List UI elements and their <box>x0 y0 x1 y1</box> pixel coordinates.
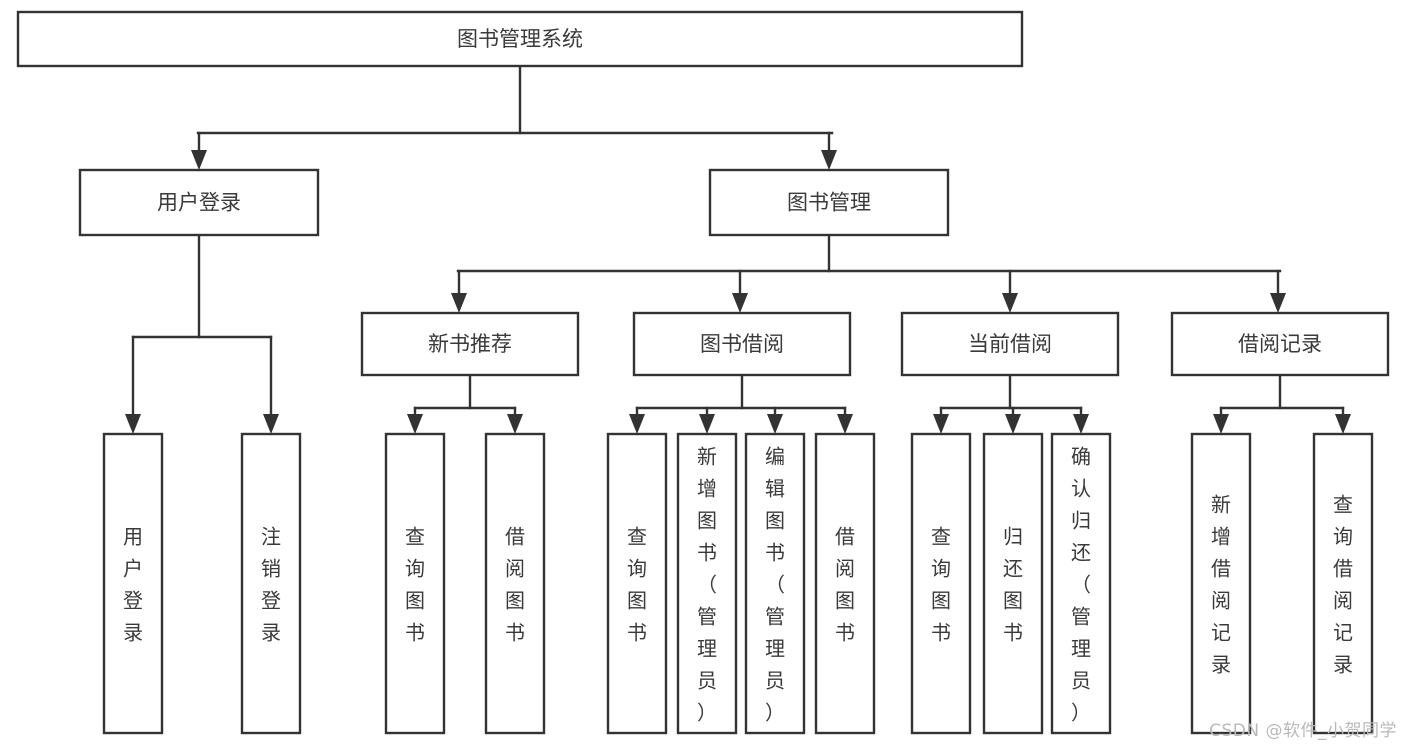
node-label-root: 图书管理系统 <box>457 27 583 51</box>
node-box-leaf-edit-book[interactable] <box>744 432 806 735</box>
node-label-leaf-confirm-return: 确认归还（管理员） <box>1071 445 1091 725</box>
node-label-book-borrow: 图书借阅 <box>700 332 784 356</box>
node-label-leaf-query-book-3: 查询图书 <box>931 525 951 645</box>
node-box-leaf-borrow-book-2[interactable] <box>814 432 876 735</box>
node-box-leaf-add-book[interactable] <box>676 432 738 735</box>
node-box-leaf-query-book-2[interactable] <box>606 432 668 735</box>
node-user-login[interactable]: 用户登录 <box>78 168 320 237</box>
node-box-current-borrow[interactable] <box>900 311 1120 377</box>
group-0-drop-1-arrowhead <box>507 414 523 434</box>
node-label-leaf-query-book-2: 查询图书 <box>627 525 647 645</box>
node-label-leaf-edit-book: 编辑图书（管理员） <box>765 445 785 725</box>
node-label-leaf-return-book: 归还图书 <box>1003 525 1023 645</box>
node-leaf-confirm-return[interactable]: 确认归还（管理员） <box>1050 432 1112 735</box>
node-leaf-logout[interactable]: 注销登录 <box>240 432 302 735</box>
node-root[interactable]: 图书管理系统 <box>16 10 1024 68</box>
node-layer: 图书管理系统用户登录图书管理新书推荐图书借阅当前借阅借阅记录用户登录注销登录查询… <box>16 10 1390 735</box>
node-label-current-borrow: 当前借阅 <box>968 332 1052 356</box>
level2-drop-3-arrowhead <box>1270 293 1286 313</box>
node-label-new-book-recommend: 新书推荐 <box>428 332 512 356</box>
group-3-drop-0-arrowhead <box>1213 414 1229 434</box>
group-1-drop-0-arrowhead <box>629 414 645 434</box>
node-borrow-record[interactable]: 借阅记录 <box>1170 311 1390 377</box>
node-leaf-user-login[interactable]: 用户登录 <box>102 432 164 735</box>
node-box-new-book-recommend[interactable] <box>360 311 580 377</box>
node-label-book-manage: 图书管理 <box>787 191 871 215</box>
node-box-leaf-query-book-1[interactable] <box>384 432 446 735</box>
node-book-borrow[interactable]: 图书借阅 <box>632 311 852 377</box>
node-leaf-borrow-book-1[interactable]: 借阅图书 <box>484 432 546 735</box>
node-label-borrow-record: 借阅记录 <box>1238 332 1322 356</box>
level1-drop-1-arrowhead <box>821 150 837 170</box>
node-leaf-add-book[interactable]: 新增图书（管理员） <box>676 432 738 735</box>
node-leaf-query-book-2[interactable]: 查询图书 <box>606 432 668 735</box>
node-box-leaf-user-login[interactable] <box>102 432 164 735</box>
node-leaf-borrow-book-2[interactable]: 借阅图书 <box>814 432 876 735</box>
level2-drop-2-arrowhead <box>1002 293 1018 313</box>
node-leaf-query-record[interactable]: 查询借阅记录 <box>1312 432 1374 735</box>
node-leaf-return-book[interactable]: 归还图书 <box>982 432 1044 735</box>
node-label-user-login: 用户登录 <box>157 191 241 215</box>
node-label-leaf-user-login: 用户登录 <box>123 525 143 645</box>
node-leaf-query-book-1[interactable]: 查询图书 <box>384 432 446 735</box>
node-box-book-manage[interactable] <box>708 168 950 237</box>
node-label-leaf-logout: 注销登录 <box>261 525 281 645</box>
node-label-leaf-add-book: 新增图书（管理员） <box>697 445 717 725</box>
group-2-drop-1-arrowhead <box>1005 414 1021 434</box>
node-current-borrow[interactable]: 当前借阅 <box>900 311 1120 377</box>
node-leaf-query-book-3[interactable]: 查询图书 <box>910 432 972 735</box>
connector-layer <box>125 64 1351 434</box>
node-leaf-edit-book[interactable]: 编辑图书（管理员） <box>744 432 806 735</box>
group-1-drop-2-arrowhead <box>767 414 783 434</box>
node-new-book-recommend[interactable]: 新书推荐 <box>360 311 580 377</box>
group-1-drop-3-arrowhead <box>837 414 853 434</box>
node-leaf-add-record[interactable]: 新增借阅记录 <box>1190 432 1252 735</box>
node-box-leaf-query-book-3[interactable] <box>910 432 972 735</box>
node-box-leaf-return-book[interactable] <box>982 432 1044 735</box>
node-box-leaf-add-record[interactable] <box>1190 432 1252 735</box>
node-box-leaf-confirm-return[interactable] <box>1050 432 1112 735</box>
node-label-leaf-query-book-1: 查询图书 <box>405 525 425 645</box>
node-box-borrow-record[interactable] <box>1170 311 1390 377</box>
user-login-drop-0-arrowhead <box>125 414 141 434</box>
node-label-leaf-borrow-book-2: 借阅图书 <box>835 525 855 645</box>
group-2-drop-0-arrowhead <box>933 414 949 434</box>
group-2-drop-2-arrowhead <box>1073 414 1089 434</box>
node-box-root[interactable] <box>16 10 1024 68</box>
node-label-leaf-add-record: 新增借阅记录 <box>1211 493 1231 677</box>
user-login-drop-1-arrowhead <box>263 414 279 434</box>
level1-drop-0-arrowhead <box>191 150 207 170</box>
level2-drop-1-arrowhead <box>732 293 748 313</box>
node-box-leaf-logout[interactable] <box>240 432 302 735</box>
node-box-leaf-query-record[interactable] <box>1312 432 1374 735</box>
node-label-leaf-borrow-book-1: 借阅图书 <box>505 525 525 645</box>
node-box-leaf-borrow-book-1[interactable] <box>484 432 546 735</box>
group-1-drop-1-arrowhead <box>699 414 715 434</box>
group-0-drop-0-arrowhead <box>407 414 423 434</box>
level2-drop-0-arrowhead <box>451 293 467 313</box>
node-label-leaf-query-record: 查询借阅记录 <box>1333 493 1353 677</box>
node-book-manage[interactable]: 图书管理 <box>708 168 950 237</box>
group-3-drop-1-arrowhead <box>1335 414 1351 434</box>
node-box-book-borrow[interactable] <box>632 311 852 377</box>
node-box-user-login[interactable] <box>78 168 320 237</box>
